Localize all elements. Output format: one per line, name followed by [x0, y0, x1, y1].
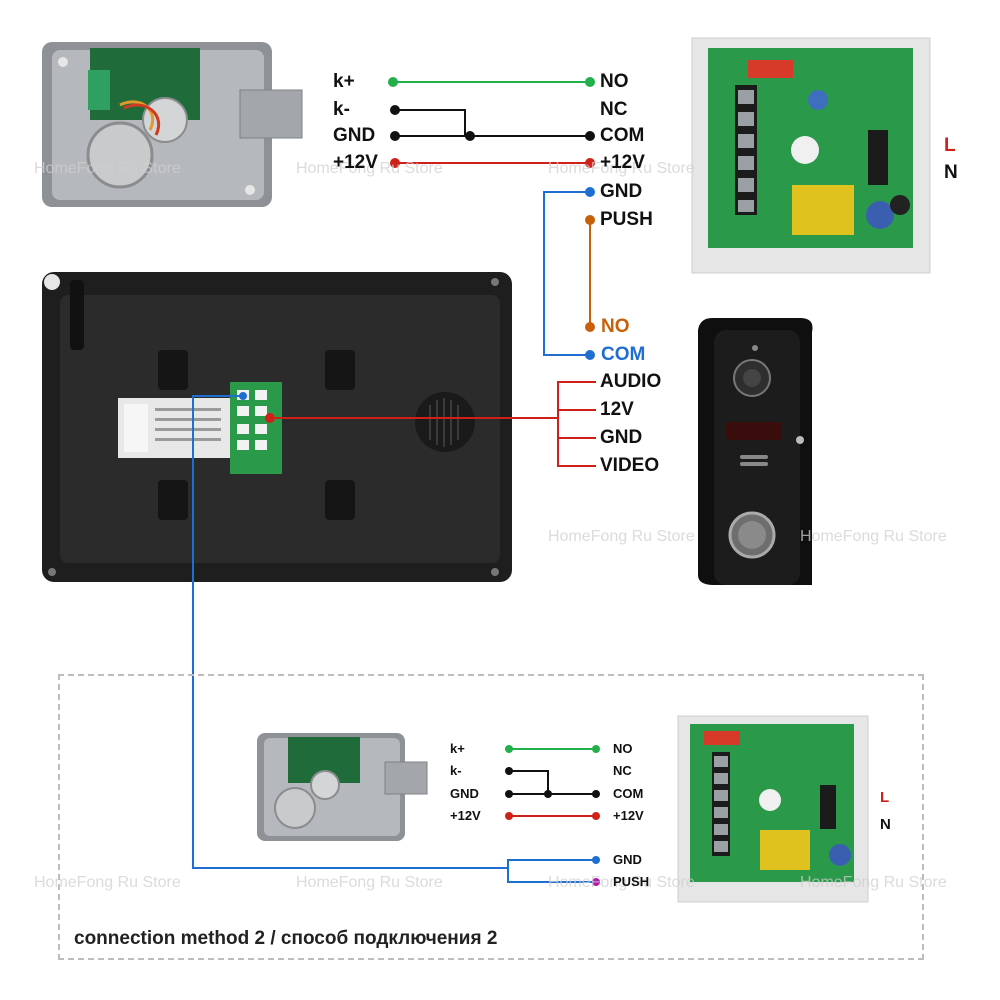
watermark: HomeFong Ru Store	[34, 874, 181, 891]
m2-mains-terminal-n: N	[880, 816, 891, 833]
m2-lock-terminal-kminus: k-	[450, 763, 462, 778]
lock-terminal-kplus: k+	[333, 71, 355, 92]
m2-supply-terminal-nc: NC	[613, 763, 632, 778]
camera-terminal-video: VIDEO	[600, 455, 660, 476]
mains-terminal-n: N	[944, 162, 958, 183]
lock-terminal-kminus: k-	[333, 99, 350, 120]
supply-terminal-com: COM	[600, 125, 645, 146]
mains-terminal-l: L	[944, 135, 956, 156]
supply-terminal-nc: NC	[600, 99, 628, 120]
exit-button-terminal-no: NO	[601, 316, 630, 337]
wire-gnd-com-exit	[543, 191, 590, 356]
watermark: HomeFong Ru Store	[548, 874, 695, 891]
camera-terminal-audio: AUDIO	[600, 371, 662, 392]
supply-terminal-gnd: GND	[600, 181, 643, 202]
m2-supply-terminal-push: PUSH	[613, 874, 650, 889]
m2-supply-terminal-gnd: GND	[613, 852, 642, 867]
m2-lock-terminal-kplus: k+	[450, 741, 465, 756]
m2-supply-terminal-12v: +12V	[613, 808, 644, 823]
watermark: HomeFong Ru Store	[34, 160, 181, 177]
watermark: HomeFong Ru Store	[548, 528, 695, 545]
supply-terminal-no: NO	[600, 71, 629, 92]
lock-terminal-gnd: GND	[333, 125, 376, 146]
watermark: HomeFong Ru Store	[296, 160, 443, 177]
indoor-monitor	[42, 272, 512, 582]
power-supply-top	[691, 37, 931, 274]
m2-supply-terminal-no: NO	[613, 741, 633, 756]
electric-lock-top	[42, 42, 303, 207]
connection-method-2-box	[58, 674, 924, 960]
camera-terminal-12v: 12V	[600, 399, 634, 420]
supply-terminal-12v: +12V	[600, 152, 645, 173]
m2-lock-terminal-12v: +12V	[450, 808, 481, 823]
watermark: HomeFong Ru Store	[800, 528, 947, 545]
m2-lock-terminal-gnd: GND	[450, 786, 479, 801]
supply-terminal-push: PUSH	[600, 209, 653, 230]
wire-monitor-method2	[192, 395, 508, 869]
m2-mains-terminal-l: L	[880, 789, 890, 806]
exit-button-terminal-com: COM	[601, 344, 646, 365]
watermark: HomeFong Ru Store	[800, 874, 947, 891]
electric-lock-bottom	[257, 733, 428, 841]
method-2-caption: connection method 2 / способ подключения…	[74, 928, 498, 949]
watermark: HomeFong Ru Store	[296, 874, 443, 891]
outdoor-camera-panel	[698, 318, 813, 585]
power-supply-bottom	[677, 715, 869, 903]
lock-terminal-12v: +12V	[333, 152, 378, 173]
wire-kminus	[395, 109, 466, 136]
watermark: HomeFong Ru Store	[548, 160, 695, 177]
camera-terminal-gnd: GND	[600, 427, 643, 448]
m2-supply-terminal-com: COM	[613, 786, 644, 801]
